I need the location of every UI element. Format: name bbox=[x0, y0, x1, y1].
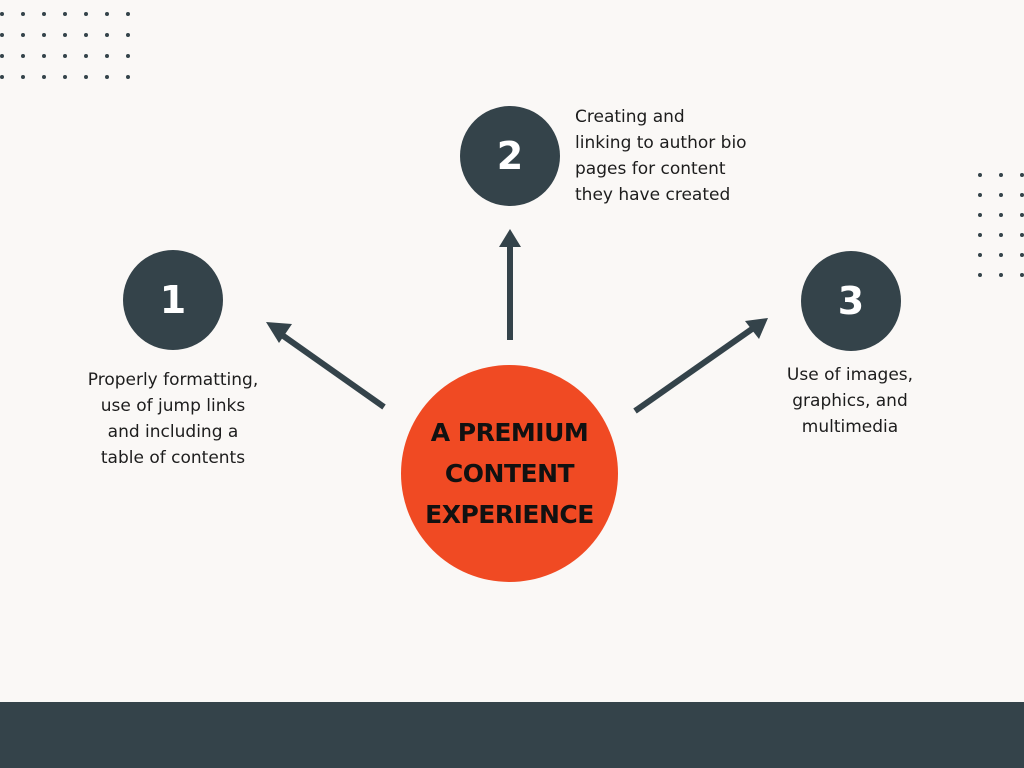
decorative-dot bbox=[84, 33, 88, 37]
decorative-dot bbox=[63, 12, 67, 16]
decorative-dot bbox=[1020, 273, 1024, 277]
step-1-number: 1 bbox=[159, 278, 187, 322]
decorative-dot bbox=[42, 75, 46, 79]
arrow-to-item-1 bbox=[280, 332, 386, 410]
decorative-dot bbox=[63, 33, 67, 37]
decorative-dot bbox=[0, 54, 4, 58]
decorative-dot bbox=[21, 75, 25, 79]
decorative-dot bbox=[1020, 173, 1024, 177]
decorative-dot bbox=[1020, 213, 1024, 217]
arrowhead-item-2 bbox=[499, 229, 521, 247]
decorative-dot bbox=[978, 233, 982, 237]
decorative-dot bbox=[1020, 193, 1024, 197]
center-hub-label: A PREMIUM CONTENT EXPERIENCE bbox=[425, 418, 594, 529]
decorative-dot bbox=[21, 12, 25, 16]
decorative-dot bbox=[105, 12, 109, 16]
decorative-dot bbox=[978, 213, 982, 217]
footer-bar bbox=[0, 702, 1024, 768]
decorative-dot bbox=[105, 33, 109, 37]
decorative-dot bbox=[21, 54, 25, 58]
decorative-dot bbox=[0, 33, 4, 37]
decorative-dot bbox=[126, 12, 130, 16]
center-hub-circle: A PREMIUM CONTENT EXPERIENCE bbox=[401, 365, 618, 582]
step-1-caption: Properly formatting, use of jump links a… bbox=[87, 370, 259, 468]
decorative-dot bbox=[126, 33, 130, 37]
decorative-dot bbox=[999, 233, 1003, 237]
decorative-dot bbox=[63, 54, 67, 58]
decorative-dot bbox=[1020, 253, 1024, 257]
decorative-dot bbox=[42, 33, 46, 37]
decorative-dot bbox=[84, 75, 88, 79]
decorative-dot bbox=[0, 75, 4, 79]
arrowhead-item-3 bbox=[745, 318, 768, 339]
step-1-circle: 1 bbox=[123, 250, 223, 350]
step-2-number: 2 bbox=[496, 134, 524, 178]
decorative-dot bbox=[999, 273, 1003, 277]
decorative-dot bbox=[999, 173, 1003, 177]
decorative-dot bbox=[978, 193, 982, 197]
step-3-circle: 3 bbox=[801, 251, 901, 351]
decorative-dot bbox=[105, 54, 109, 58]
decorative-dot bbox=[42, 54, 46, 58]
decorative-dot bbox=[999, 193, 1003, 197]
decorative-dot bbox=[1020, 233, 1024, 237]
decorative-dot bbox=[999, 213, 1003, 217]
decorative-dot-grid-top-left bbox=[0, 12, 130, 79]
decorative-dot bbox=[84, 12, 88, 16]
decorative-dot bbox=[105, 75, 109, 79]
decorative-dot-grid-right bbox=[978, 173, 1024, 277]
arrowhead-item-1 bbox=[266, 322, 292, 343]
decorative-dot bbox=[978, 273, 982, 277]
decorative-dot bbox=[999, 253, 1003, 257]
decorative-dot bbox=[126, 75, 130, 79]
decorative-dot bbox=[42, 12, 46, 16]
decorative-dot bbox=[84, 54, 88, 58]
decorative-dot bbox=[21, 33, 25, 37]
decorative-dot bbox=[978, 253, 982, 257]
step-3-number: 3 bbox=[837, 279, 865, 323]
decorative-dot bbox=[63, 75, 67, 79]
step-3-caption: Use of images, graphics, and multimedia bbox=[786, 365, 914, 437]
decorative-dot bbox=[0, 12, 4, 16]
decorative-dot bbox=[978, 173, 982, 177]
step-2-caption: Creating and linking to author bio pages… bbox=[575, 107, 747, 205]
arrow-to-item-3 bbox=[633, 326, 754, 414]
decorative-dot bbox=[126, 54, 130, 58]
step-2-circle: 2 bbox=[460, 106, 560, 206]
